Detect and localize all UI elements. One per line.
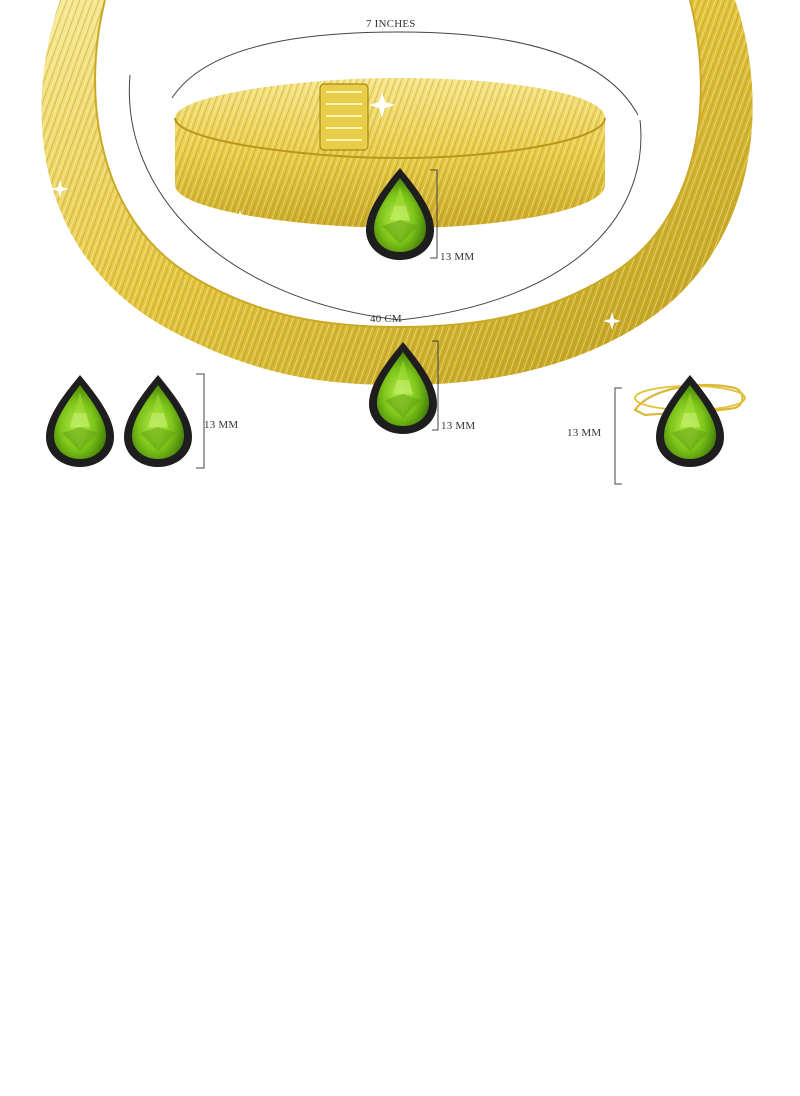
earring-left: [46, 375, 114, 467]
necklace-stone-measure: [432, 340, 439, 431]
earring-right: [124, 375, 192, 467]
necklace-length-label: 40 CM: [370, 313, 402, 325]
ring-measure: [614, 387, 622, 485]
sparkle-icon: [51, 92, 621, 330]
bracelet-stone-measure: [430, 169, 438, 259]
earring-stone-size-label: 13 MM: [204, 419, 239, 431]
earring-measure: [196, 373, 205, 469]
necklace-measure-line: [128, 74, 642, 321]
necklace: [41, 0, 753, 385]
necklace-stone-size-label: 13 MM: [441, 420, 476, 432]
ring: [633, 375, 746, 467]
bracelet-length-label: 7 INCHES: [366, 18, 416, 30]
bracelet-measure-arc: [171, 31, 639, 116]
bracelet-stone-size-label: 13 MM: [440, 251, 475, 263]
ring-stone-size-label: 13 MM: [567, 427, 602, 439]
bracelet: [174, 78, 606, 228]
